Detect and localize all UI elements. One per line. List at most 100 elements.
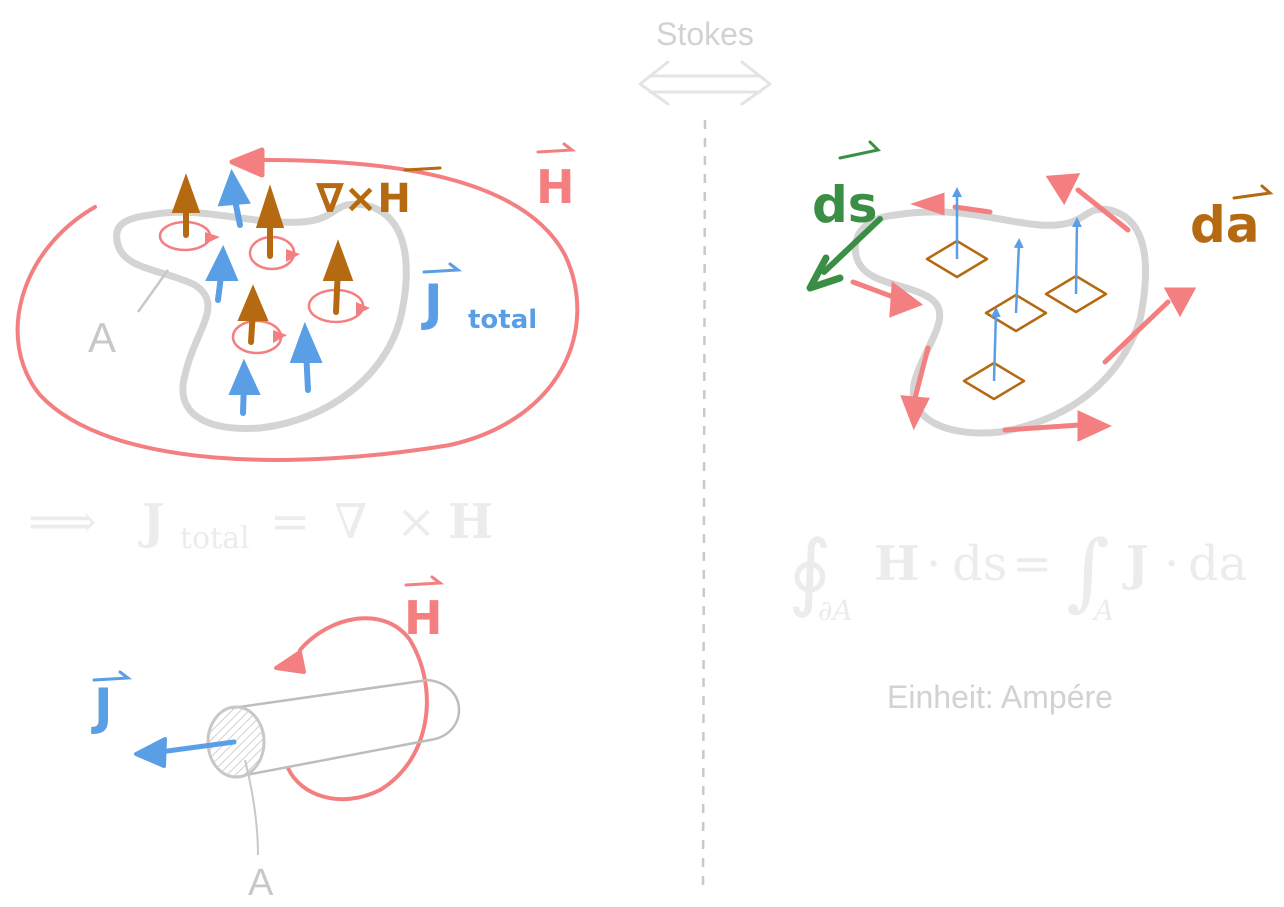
- wire-j-label: J: [91, 670, 133, 736]
- formula-oint: ∮: [788, 522, 832, 620]
- formula-times: ×: [396, 494, 436, 550]
- ds-label-text: ds: [812, 176, 878, 234]
- curl-h-text: ∇×H: [316, 176, 411, 222]
- cylinder-bottom-edge: [245, 738, 431, 777]
- h-circulation-arc: [286, 616, 429, 802]
- implies-symbol: ⟹: [28, 494, 97, 550]
- wire-current-arrow-icon: [134, 737, 167, 768]
- ds-segment: [850, 279, 924, 318]
- normal-vectors: [952, 187, 1082, 382]
- ds-segment: [1102, 287, 1197, 365]
- right-formula: ∮ ∂A H · ds = ∫ A J · da: [788, 522, 1247, 627]
- formula-eq: =: [1012, 536, 1052, 592]
- formula-dot: ·: [926, 536, 941, 592]
- formula-dot: ·: [1164, 536, 1179, 592]
- curl-arrow-icon: [205, 232, 220, 244]
- vector-bar: [403, 166, 442, 172]
- ds-segment: [1045, 173, 1131, 233]
- wire-diagram: A H J: [91, 575, 461, 904]
- j-subscript-text: total: [468, 305, 537, 335]
- blue-arrow-icon: [289, 321, 323, 393]
- formula-eq: =: [270, 494, 310, 550]
- stokes-label: Stokes: [656, 16, 754, 52]
- ds-segment: [900, 345, 931, 431]
- h-loop-arrow-icon: [229, 147, 265, 178]
- vector-arrow-icon: [1232, 184, 1274, 200]
- wire-area-label: A: [248, 862, 274, 902]
- j-label-text: J: [421, 274, 443, 332]
- formula-h: H: [874, 536, 919, 592]
- vector-arrow-icon: [422, 262, 463, 274]
- area-label-a: A: [88, 314, 116, 361]
- double-arrow-icon: [638, 60, 772, 106]
- center-divider: [701, 119, 707, 891]
- vector-arrow-icon: [536, 142, 577, 154]
- current-j-arrows: [205, 168, 323, 416]
- area-element-diamond: [925, 239, 989, 279]
- wire-area-leader: [244, 759, 259, 856]
- blue-arrow-icon: [217, 168, 251, 228]
- formula-j-sub: total: [180, 521, 250, 556]
- ds-arrow-icon: [806, 254, 844, 292]
- right-top-diagram: ds da: [806, 140, 1274, 442]
- ds-label: ds: [812, 140, 882, 234]
- h-label-text: H: [536, 160, 575, 214]
- area-element-diamond: [962, 361, 1026, 401]
- stokes-header: Stokes: [638, 16, 772, 106]
- curl-arrowheads: [205, 232, 370, 343]
- area-element-diamond: [984, 293, 1048, 333]
- brown-arrow-icon: [322, 239, 354, 315]
- curl-h-label: ∇×H: [316, 166, 442, 222]
- formula-nabla: ∇: [334, 494, 368, 550]
- area-leader-line: [136, 269, 170, 313]
- brown-arrow-icon: [255, 184, 285, 259]
- h-arc-arrow-icon: [274, 650, 306, 674]
- normal-arrow-icon: [990, 307, 1001, 382]
- wire-current-line: [157, 739, 237, 755]
- vector-arrow-icon: [838, 140, 882, 160]
- normal-arrow-icon: [1013, 238, 1024, 314]
- brown-arrow-icon: [171, 173, 201, 238]
- boundary-segments: [850, 173, 1197, 442]
- normal-arrow-icon: [1071, 217, 1082, 295]
- ds-segment: [1002, 410, 1112, 442]
- left-formula: ⟹ J total = ∇ × H: [28, 494, 493, 556]
- blue-arrow-icon: [205, 244, 239, 303]
- curl-arrow-icon: [286, 249, 300, 262]
- wire-j-text: J: [91, 678, 113, 736]
- formula-j: J: [1122, 536, 1149, 592]
- left-top-diagram: A ∇×H: [15, 142, 580, 462]
- ds-segment: [910, 192, 993, 216]
- formula-int: ∫: [1066, 522, 1110, 620]
- curl-h-arrows: [171, 173, 354, 345]
- area-outline: [113, 200, 410, 432]
- da-label-text: da: [1190, 196, 1260, 254]
- cylinder-end: [427, 678, 461, 742]
- brown-arrow-icon: [237, 284, 269, 345]
- blue-arrow-icon: [228, 358, 261, 416]
- vector-arrow-icon: [92, 670, 133, 682]
- wire-h-text: H: [404, 591, 443, 645]
- da-label: da: [1190, 184, 1274, 254]
- ds-vector-line: [821, 216, 883, 275]
- formula-area-sub: A: [1091, 594, 1114, 627]
- cylinder-top-edge: [231, 678, 429, 710]
- formula-da: da: [1188, 536, 1247, 592]
- unit-note: Einheit: Ampére: [887, 679, 1113, 715]
- formula-boundary-sub: ∂A: [818, 594, 853, 627]
- formula-h: H: [448, 494, 493, 550]
- h-field-loop: [15, 158, 580, 462]
- formula-j: J: [138, 494, 165, 550]
- h-label: H: [536, 142, 577, 214]
- vector-arrow-icon: [404, 575, 445, 587]
- curl-arrow-icon: [356, 302, 370, 315]
- j-total-label: J total: [421, 262, 537, 335]
- area-elements: [925, 239, 1108, 401]
- curl-circles: [158, 220, 365, 355]
- formula-ds: ds: [952, 536, 1007, 592]
- curl-arrow-icon: [273, 330, 287, 343]
- area-element-diamond: [1044, 274, 1108, 314]
- wire-h-label: H: [404, 575, 445, 645]
